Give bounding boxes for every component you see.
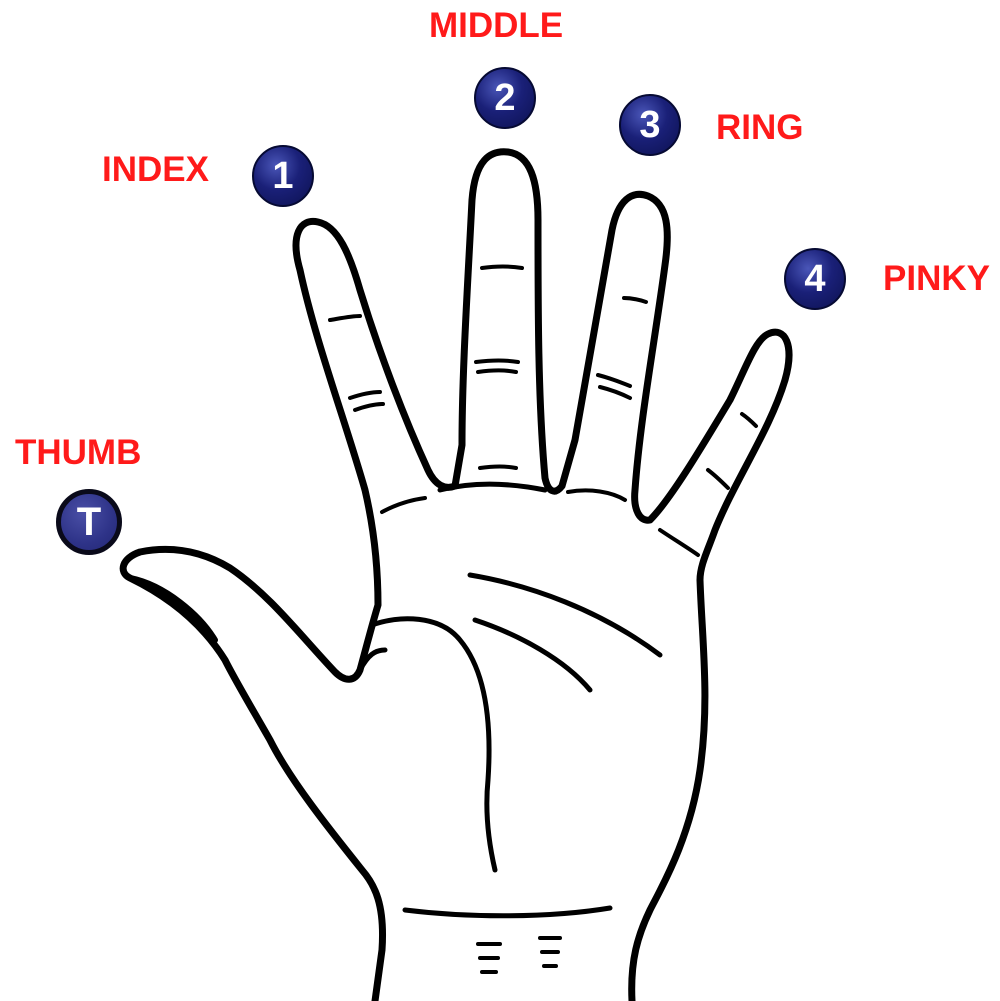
index-crease-lower (353, 402, 385, 412)
thumb-fold (127, 575, 218, 643)
middle-crease-upper (480, 264, 524, 270)
pinky-base-crease (658, 528, 700, 557)
pinky-crease-upper (740, 412, 758, 428)
ring-badge: 3 (619, 94, 681, 156)
palm-crease-right (566, 488, 627, 502)
thumb-badge: T (56, 489, 122, 555)
ring-label: RING (716, 108, 804, 147)
index-badge: 1 (252, 145, 314, 207)
thumb-web-crease (357, 647, 388, 673)
middle-crease-base (478, 464, 518, 470)
middle-crease-middle (474, 358, 520, 364)
pinky-label: PINKY (883, 259, 990, 298)
ring-crease-upper (622, 296, 648, 304)
index-crease-upper (328, 314, 362, 322)
middle-label: MIDDLE (429, 6, 564, 45)
wrist-crease (402, 905, 613, 919)
thumb-inner-crease (369, 616, 498, 873)
index-label: INDEX (102, 150, 209, 189)
head-line (472, 617, 593, 693)
thumb-label: THUMB (15, 433, 142, 472)
ring-crease-middle (596, 373, 632, 388)
palm-crease-left (380, 496, 427, 514)
palm-top-crease (437, 481, 548, 493)
pinky-crease-middle (706, 468, 730, 490)
middle-crease-lower (476, 368, 518, 374)
pinky-badge: 4 (784, 248, 846, 310)
middle-badge: 2 (474, 67, 536, 129)
hand-outline (119, 148, 793, 1001)
index-crease-middle (348, 390, 382, 400)
heart-line (467, 572, 663, 658)
ring-crease-lower (598, 385, 632, 400)
